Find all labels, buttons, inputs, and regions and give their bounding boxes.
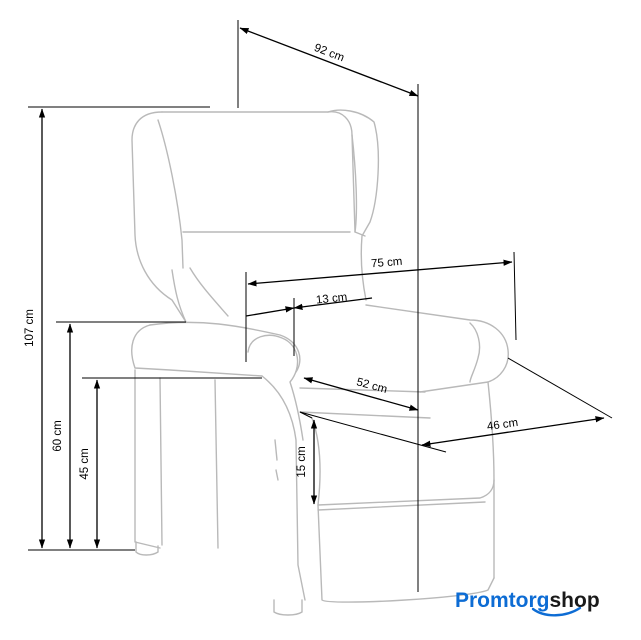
chair-left-side bbox=[134, 369, 161, 549]
brand-swoosh-icon bbox=[531, 606, 582, 617]
label-seat-depth: 52 cm bbox=[355, 376, 388, 396]
brand-wordmark: Promtorgshop bbox=[455, 589, 600, 612]
chair-leg-right bbox=[273, 599, 303, 616]
chair-wing-right bbox=[327, 109, 380, 301]
chair-armrest-left bbox=[149, 321, 301, 373]
label-total-height: 107 cm bbox=[24, 309, 36, 347]
armrest-width-arrow-right bbox=[293, 297, 373, 311]
brand-logo: Promtorgshop bbox=[455, 589, 600, 617]
armrest-depth-arrow bbox=[421, 416, 605, 447]
chair-outline bbox=[131, 109, 509, 616]
chair-backrest bbox=[131, 111, 187, 323]
chair-seat bbox=[299, 387, 431, 419]
label-seat-height: 45 cm bbox=[79, 448, 91, 479]
chair-footrest bbox=[311, 417, 495, 506]
dimension-labels: 92 cm 75 cm 13 cm 52 cm 46 cm 107 cm 60 … bbox=[24, 42, 519, 480]
brand-name-primary: Promtorg bbox=[455, 589, 550, 612]
label-footrest-height: 15 cm bbox=[296, 446, 308, 477]
chair-leg-left bbox=[135, 541, 159, 556]
seat-depth-arrow bbox=[303, 377, 419, 411]
label-seat-width: 75 cm bbox=[371, 256, 403, 270]
seat-width-arrow bbox=[247, 259, 513, 287]
dimension-arrows bbox=[38, 27, 605, 549]
overall-width-arrow bbox=[239, 27, 419, 97]
chair-armrest-right bbox=[365, 304, 509, 393]
label-armrest-depth: 46 cm bbox=[486, 417, 519, 433]
armrest-width-arrow-left bbox=[245, 306, 295, 317]
label-overall-width: 92 cm bbox=[312, 42, 346, 64]
label-armrest-height: 60 cm bbox=[52, 420, 64, 451]
label-armrest-width: 13 cm bbox=[315, 291, 347, 306]
brand-name-secondary: shop bbox=[550, 589, 600, 612]
